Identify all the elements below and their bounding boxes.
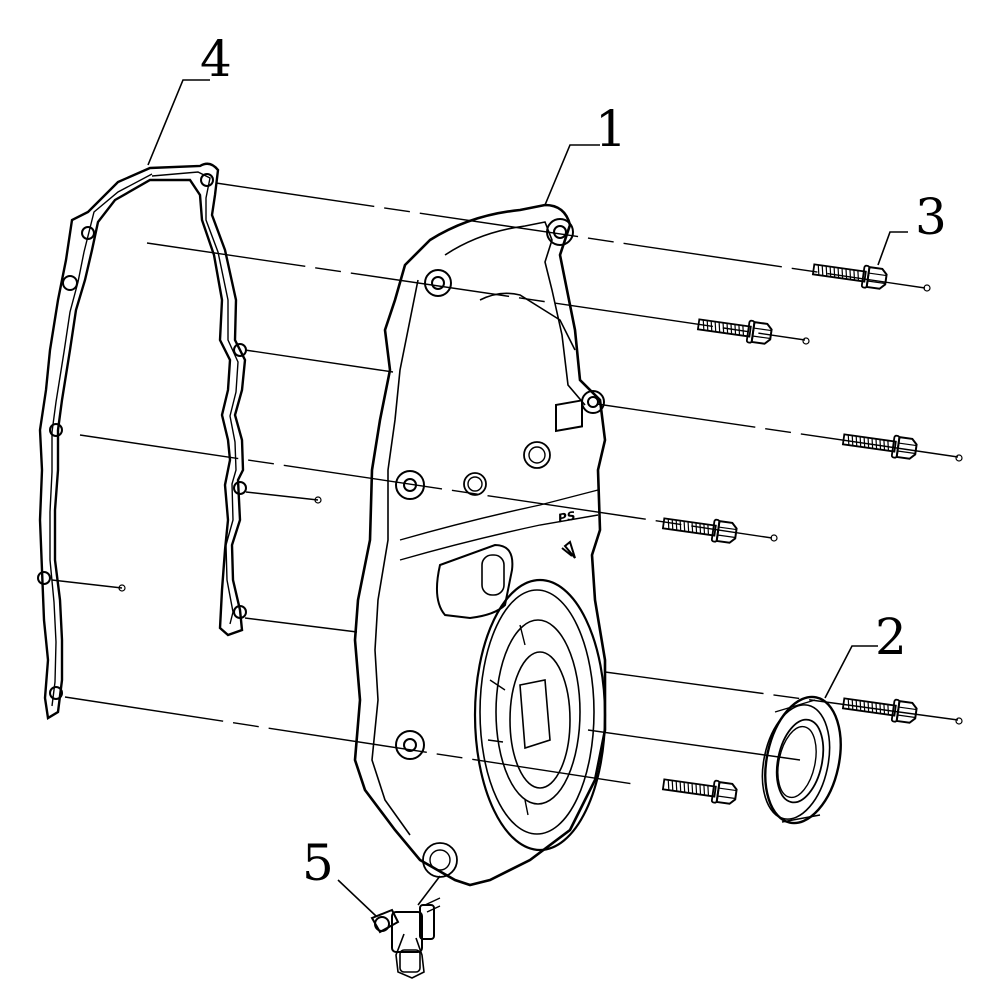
cover-logo-plate: PS bbox=[555, 399, 583, 559]
bolt-1 bbox=[811, 263, 888, 290]
cover-logo-text: PS bbox=[558, 509, 575, 526]
callout-4: 4 bbox=[200, 30, 232, 88]
bolt-6 bbox=[661, 778, 738, 805]
callout-2: 2 bbox=[875, 608, 907, 666]
callout-labels: 4 1 3 2 5 bbox=[200, 30, 947, 892]
crank-seal-bore bbox=[473, 578, 607, 852]
timing-cover-gasket bbox=[37, 162, 247, 720]
callout-5: 5 bbox=[302, 834, 334, 892]
callout-3: 3 bbox=[915, 188, 947, 246]
bolt-3 bbox=[841, 433, 918, 460]
callout-leaders bbox=[147, 79, 908, 917]
front-crank-seal bbox=[761, 695, 842, 825]
callout-1: 1 bbox=[595, 100, 627, 158]
cover-bolts bbox=[661, 263, 918, 805]
bolt-4 bbox=[661, 517, 738, 544]
bolt-5 bbox=[841, 697, 918, 724]
timing-cover: PS bbox=[353, 203, 607, 887]
crank-position-sensor bbox=[370, 897, 441, 979]
alignment-lines bbox=[51, 182, 963, 786]
